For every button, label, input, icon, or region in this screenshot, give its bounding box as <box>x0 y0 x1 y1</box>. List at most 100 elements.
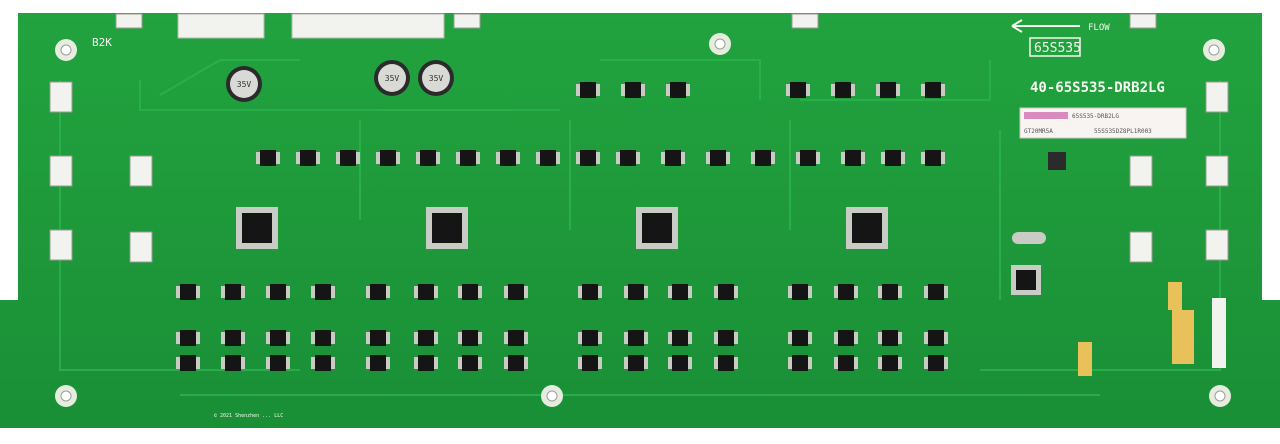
driver-chip <box>458 330 482 346</box>
driver-chip <box>796 150 820 166</box>
cap-label-2: 35V <box>385 74 400 83</box>
driver-chip <box>311 330 335 346</box>
driver-chip <box>578 284 602 300</box>
driver-chip <box>414 330 438 346</box>
ffc-connector <box>115 13 143 29</box>
corner-silk-text: B2K <box>92 36 112 49</box>
board-to-board-connectors <box>1078 282 1226 376</box>
sticker-line-1: 65S535-DRB2LG <box>1072 113 1119 120</box>
ffc-connector <box>129 155 153 187</box>
driver-chip <box>176 284 200 300</box>
driver-chip <box>924 284 948 300</box>
driver-chip <box>668 330 692 346</box>
driver-chip <box>706 150 730 166</box>
driver-chip <box>458 284 482 300</box>
driver-chip <box>624 330 648 346</box>
driver-chip <box>788 330 812 346</box>
driver-chip <box>881 150 905 166</box>
driver-chip <box>496 150 520 166</box>
mounting-holes <box>55 33 1231 407</box>
bottom-copyright: © 2021 Shenzhen ... LLC <box>214 413 283 419</box>
driver-chip <box>266 330 290 346</box>
ffc-connector <box>1129 231 1153 263</box>
inductor <box>1048 152 1066 170</box>
qfp-controllers <box>236 207 1041 295</box>
driver-chip <box>714 355 738 371</box>
electrolytic-capacitors: 35V 35V 35V <box>226 60 454 102</box>
ffc-connector <box>791 13 819 29</box>
driver-chip <box>536 150 560 166</box>
ffc-connector <box>1129 13 1157 29</box>
driver-chip <box>924 330 948 346</box>
driver-chip <box>504 330 528 346</box>
driver-chip <box>458 355 482 371</box>
driver-chip <box>621 82 645 98</box>
driver-chip <box>221 355 245 371</box>
driver-chip <box>416 150 440 166</box>
product-sticker: 65S535-DRB2LG GT20MR5A 55S535DZ8PL1R003 <box>1019 107 1187 139</box>
ic-footprints <box>176 82 948 371</box>
flow-arrow-icon <box>1011 19 1080 33</box>
driver-chip <box>876 82 900 98</box>
driver-chip <box>578 330 602 346</box>
driver-chip <box>504 355 528 371</box>
flat-cable-connectors <box>49 13 1229 263</box>
driver-chip <box>266 284 290 300</box>
driver-chip <box>616 150 640 166</box>
driver-chip <box>878 284 902 300</box>
header-connectors <box>177 13 445 39</box>
ffc-connector <box>1205 81 1229 113</box>
mounting-hole <box>55 39 77 61</box>
ffc-connector <box>49 81 73 113</box>
cap-label-1: 35V <box>237 80 252 89</box>
driver-chip <box>668 284 692 300</box>
driver-chip <box>878 355 902 371</box>
driver-chip <box>456 150 480 166</box>
driver-chip <box>714 330 738 346</box>
board-model-text: 40-65S535-DRB2LG <box>1030 80 1165 96</box>
mounting-hole <box>709 33 731 55</box>
ffc-connector <box>49 229 73 261</box>
driver-chip <box>661 150 685 166</box>
copper-traces <box>59 59 1221 396</box>
mounting-hole <box>1209 385 1231 407</box>
driver-chip <box>256 150 280 166</box>
ffc-connector <box>49 155 73 187</box>
driver-chip <box>921 82 945 98</box>
flow-text: FLOW <box>1088 23 1110 33</box>
ffc-connector <box>1205 229 1229 261</box>
driver-chip <box>788 284 812 300</box>
driver-chip <box>176 355 200 371</box>
driver-chip <box>841 150 865 166</box>
crystal-oscillator <box>1012 232 1046 244</box>
driver-chip <box>414 355 438 371</box>
driver-chip <box>296 150 320 166</box>
mounting-hole <box>1203 39 1225 61</box>
driver-chip <box>668 355 692 371</box>
sticker-line-2: GT20MR5A <box>1024 128 1053 135</box>
driver-chip <box>366 355 390 371</box>
driver-chip <box>366 330 390 346</box>
driver-chip <box>266 355 290 371</box>
driver-chip <box>576 150 600 166</box>
ffc-connector <box>453 13 481 29</box>
driver-chip <box>366 284 390 300</box>
ffc-connector <box>1129 155 1153 187</box>
driver-chip <box>221 330 245 346</box>
driver-chip <box>376 150 400 166</box>
driver-chip <box>576 82 600 98</box>
driver-chip <box>624 284 648 300</box>
cap-label-3: 35V <box>429 74 444 83</box>
driver-chip <box>311 355 335 371</box>
driver-chip <box>788 355 812 371</box>
driver-chip <box>834 284 858 300</box>
ffc-connector <box>1205 155 1229 187</box>
driver-chip <box>666 82 690 98</box>
ffc-connector <box>129 231 153 263</box>
driver-chip <box>834 330 858 346</box>
driver-chip <box>786 82 810 98</box>
driver-chip <box>221 284 245 300</box>
boxed-model-label: 65S535 <box>1034 41 1081 56</box>
